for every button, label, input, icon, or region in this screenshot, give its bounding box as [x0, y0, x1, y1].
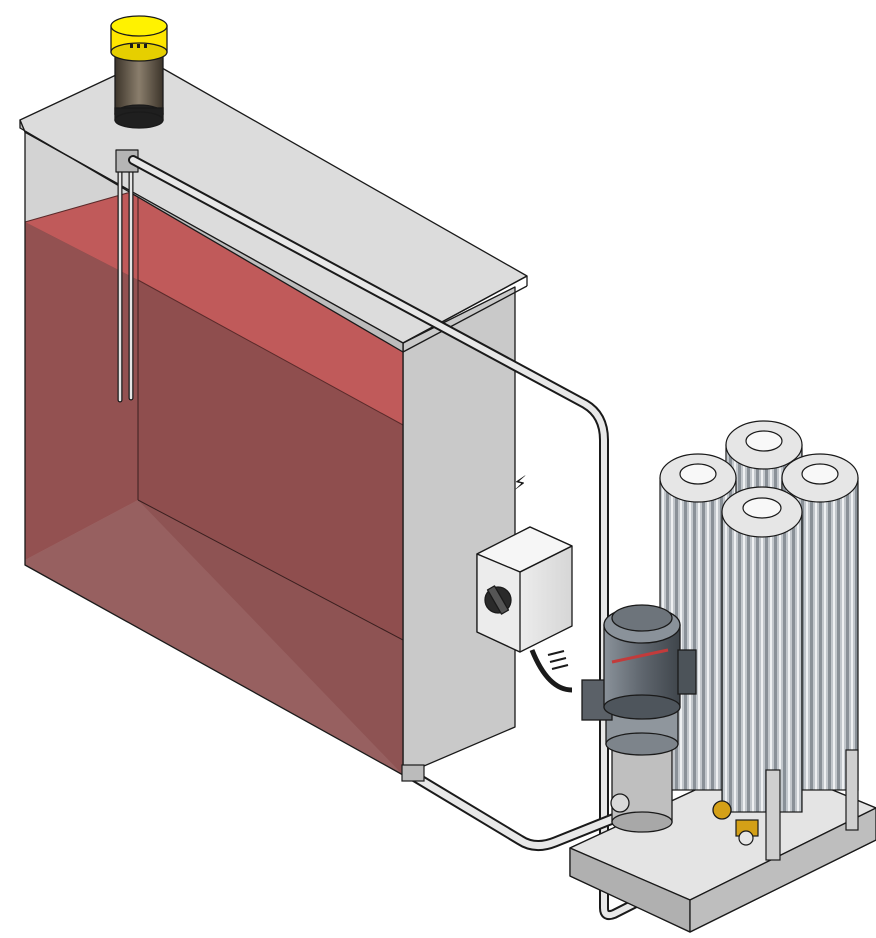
breather-filter	[110, 15, 168, 129]
filter-bank	[659, 420, 859, 861]
reservoir-tank	[19, 59, 528, 776]
electrical-switch-box	[476, 526, 573, 693]
pump-unit	[581, 679, 732, 833]
outlet-valve	[735, 819, 759, 846]
pump-suction-pipe	[401, 764, 646, 851]
electric-motor	[603, 604, 697, 720]
fluid-floor	[25, 500, 403, 775]
electrical-annotation: ⚡	[513, 471, 527, 495]
filter-cartridge-front	[721, 486, 803, 813]
